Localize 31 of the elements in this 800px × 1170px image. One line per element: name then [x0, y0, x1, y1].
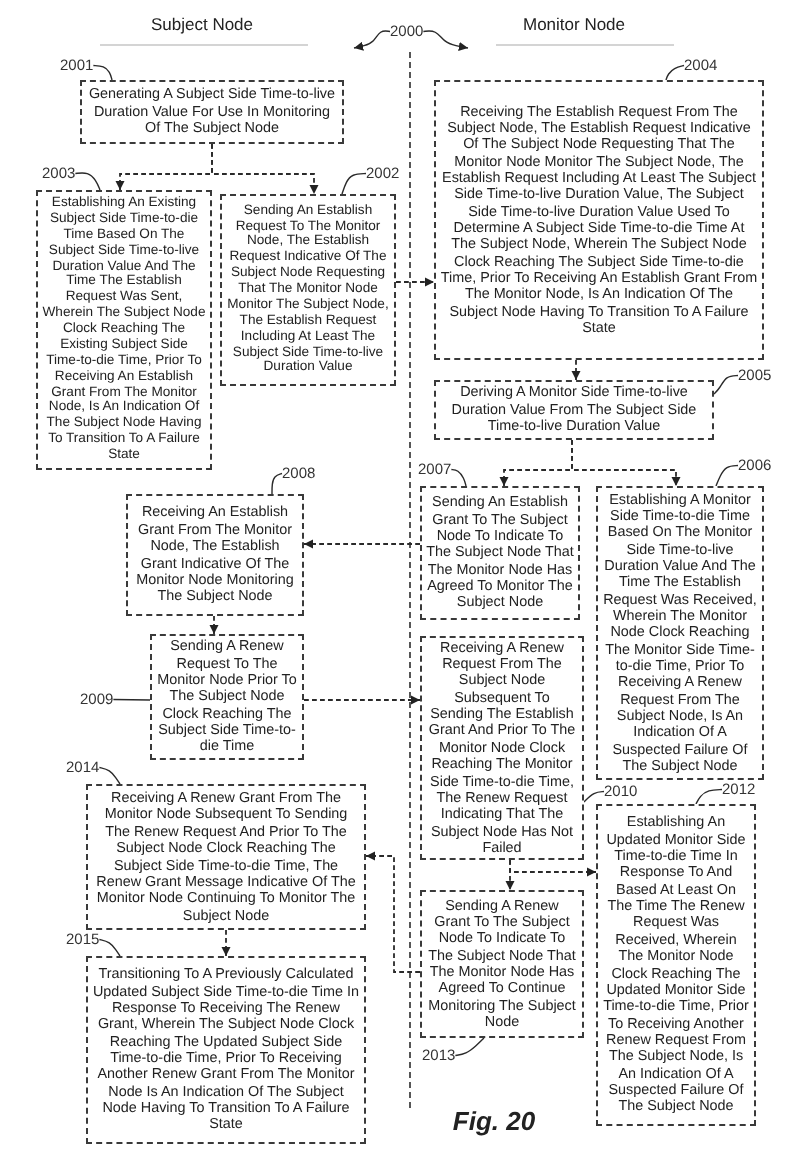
process-box [434, 80, 764, 360]
process-box [434, 380, 714, 440]
leader-line [341, 172, 367, 195]
column-heading: Subject Node [150, 16, 254, 35]
flow-arrow [303, 539, 421, 549]
flow-arrow [571, 359, 581, 381]
flow-arrow [395, 277, 435, 287]
flow-arrow [221, 929, 231, 957]
leader-line [454, 1037, 485, 1057]
flow-arrow [303, 695, 421, 705]
leader-line [665, 64, 685, 81]
figure-label: Fig. 20 [452, 1108, 536, 1137]
reference-arrow [422, 30, 469, 51]
leader-line [92, 64, 113, 81]
leader-line [271, 472, 283, 495]
flow-arrow [571, 439, 681, 487]
leader-line [450, 468, 467, 487]
leader-line [583, 790, 605, 803]
leader-line [695, 788, 723, 805]
flow-arrow [211, 143, 319, 195]
flow-arrow [365, 851, 421, 973]
column-heading: Monitor Node [522, 16, 626, 35]
leader-line [98, 766, 121, 785]
reference-arrow [353, 30, 391, 51]
leader-line [74, 172, 101, 191]
leader-line [112, 698, 151, 701]
flow-arrow [209, 615, 219, 635]
leader-line [98, 938, 121, 957]
leader-line [715, 464, 739, 487]
flow-arrow [509, 859, 597, 877]
leader-line [713, 374, 739, 395]
